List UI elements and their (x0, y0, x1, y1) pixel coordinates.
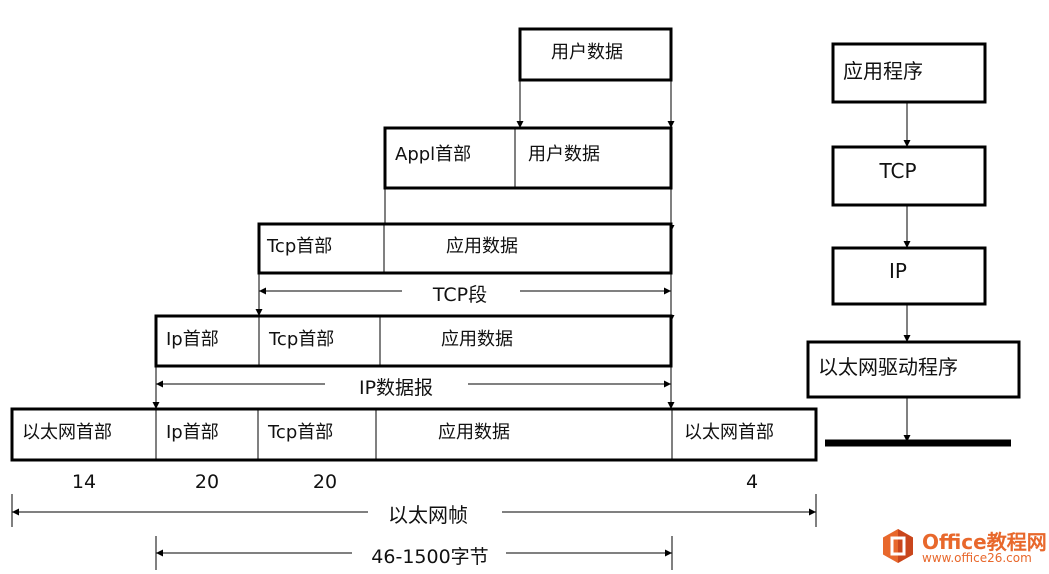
tcp-row-box (257, 222, 673, 275)
stack-driver-box (806, 340, 1021, 399)
logo-url: www.office26.com (922, 551, 1032, 565)
ip-span-label: IP数据报 (359, 377, 433, 399)
eth-data-label: 应用数据 (438, 422, 510, 443)
size-eth-header: 14 (72, 471, 96, 493)
office-logo-icon (883, 529, 913, 563)
appl-data-label: 用户数据 (528, 144, 600, 165)
appl-row-box (383, 126, 673, 190)
ip-row-ip-header-label: Ip首部 (166, 329, 219, 350)
eth-header-label: 以太网首部 (22, 422, 112, 443)
user-data-box (518, 27, 673, 82)
user-data-label: 用户数据 (551, 42, 623, 63)
stack-ip-label: IP (889, 259, 907, 283)
appl-header-label: Appl首部 (395, 144, 471, 165)
eth-tcp-header-label: Tcp首部 (267, 422, 333, 443)
eth-ip-header-label: Ip首部 (166, 422, 219, 443)
tcp-data-label: 应用数据 (446, 236, 518, 257)
tcp-span-label: TCP段 (432, 284, 487, 306)
tcp-header-label: Tcp首部 (266, 236, 332, 257)
stack-ip-box (831, 246, 987, 306)
eth-row-box (10, 407, 818, 462)
stack-driver-label: 以太网驱动程序 (818, 355, 958, 379)
stack-app-label: 应用程序 (843, 59, 923, 83)
ip-row-box (154, 314, 673, 368)
ip-row-data-label: 应用数据 (441, 329, 513, 350)
stack-tcp-label: TCP (878, 159, 916, 183)
size-tcp-header: 20 (313, 471, 337, 493)
eth-trailer-label: 以太网首部 (684, 422, 774, 443)
size-ip-header: 20 (195, 471, 219, 493)
size-trailer: 4 (746, 471, 758, 493)
payload-span-label: 46-1500字节 (371, 546, 488, 568)
frame-span-label: 以太网帧 (388, 503, 468, 527)
stack-tcp-box (831, 145, 987, 207)
office-watermark: Office教程网 www.office26.com (880, 524, 1047, 570)
ip-row-tcp-header-label: Tcp首部 (268, 329, 334, 350)
logo-title: Office教程网 (922, 530, 1047, 554)
stack-app-box (831, 42, 987, 104)
